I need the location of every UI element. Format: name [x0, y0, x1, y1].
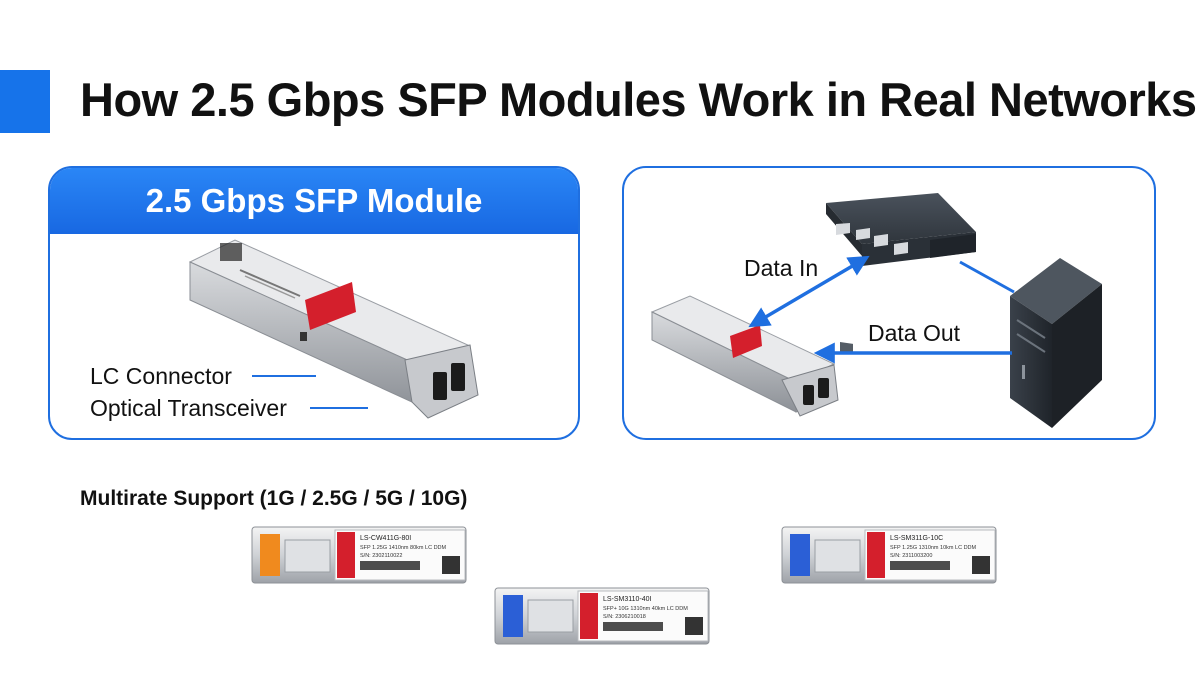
module-3-part: LS-SM311G-10C — [890, 535, 943, 542]
data-in-label: Data In — [744, 255, 819, 281]
lc-connector-label: LC Connector — [90, 363, 232, 389]
switch-server-link — [959, 260, 1015, 294]
multirate-module-2: LS-SM3110-40I SFP+ 10G 1310nm 40km LC DD… — [494, 587, 710, 645]
module-2-serial: S/N: 2306210018 — [603, 614, 646, 620]
module-1-serial: S/N: 2302110022 — [360, 553, 402, 559]
title-accent-bar — [0, 70, 50, 133]
multirate-module-1: LS-CW411G-80I SFP 1.25G 1410nm 80km LC D… — [251, 526, 467, 584]
module-2-part: LS-SM3110-40I — [603, 596, 652, 603]
module-card: 2.5 Gbps SFP Module — [48, 166, 580, 440]
module-2-spec: SFP+ 10G 1310nm 40km LC DDM — [603, 606, 688, 612]
optical-transceiver-label: Optical Transceiver — [90, 395, 287, 421]
multirate-module-3: LS-SM311G-10C SFP 1.25G 1310nm 10km LC D… — [781, 526, 997, 584]
sfp-module-icon — [188, 239, 479, 419]
module-3-serial: S/N: 2311003200 — [890, 553, 932, 559]
module-3-spec: SFP 1.25G 1310nm 10km LC DDM — [890, 545, 977, 551]
module-card-header: 2.5 Gbps SFP Module — [50, 168, 578, 234]
data-in-arrow — [748, 255, 870, 328]
multirate-heading: Multirate Support (1G / 2.5G / 5G / 10G) — [80, 487, 468, 510]
network-sfp-module-icon — [650, 295, 839, 417]
module-1-part: LS-CW411G-80I — [360, 535, 411, 542]
data-out-label: Data Out — [868, 320, 961, 346]
server-tower-icon — [1010, 258, 1102, 428]
page-title: How 2.5 Gbps SFP Modules Work in Real Ne… — [80, 73, 1197, 126]
module-1-spec: SFP 1.25G 1410nm 80km LC DDM — [360, 545, 447, 551]
network-switch-icon — [826, 193, 976, 354]
